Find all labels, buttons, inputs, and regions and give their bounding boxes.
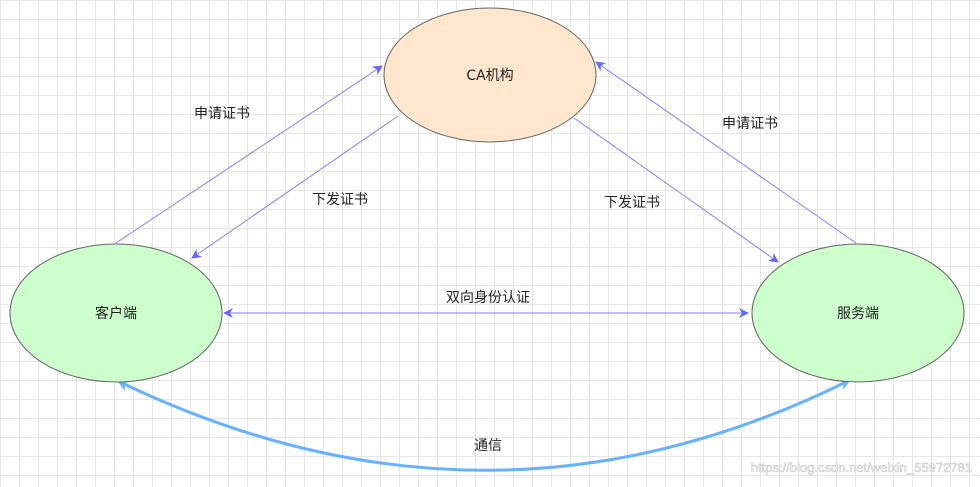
watermark-text: https://blog.csdn.net/weixin_55972781 <box>751 460 972 475</box>
edge-client-apply-label: 申请证书 <box>194 106 250 122</box>
node-ca-shape <box>383 7 597 143</box>
edge-mutual-auth-label: 双向身份认证 <box>446 290 530 306</box>
node-server-label: 服务端 <box>837 306 879 322</box>
edge-client-issue-arrow <box>191 115 399 259</box>
edge-server-apply-arrow <box>595 61 857 244</box>
edge-client-issue-label: 下发证书 <box>312 192 368 208</box>
edge-server-apply-label: 申请证书 <box>722 116 778 132</box>
node-server-shape <box>751 243 965 383</box>
node-client-shape <box>9 243 223 383</box>
node-ca: CA机构 <box>383 7 597 143</box>
edge-server-issue-label: 下发证书 <box>604 195 660 211</box>
node-server: 服务端 <box>751 243 965 383</box>
node-ca-label: CA机构 <box>466 68 513 84</box>
edge-client-apply-arrow <box>115 65 383 244</box>
node-client-label: 客户端 <box>95 305 137 322</box>
edge-communication-curve <box>116 378 852 472</box>
edge-server-issue-arrow <box>573 117 779 263</box>
node-client: 客户端 <box>9 243 223 383</box>
edge-communication-label: 通信 <box>474 438 502 454</box>
